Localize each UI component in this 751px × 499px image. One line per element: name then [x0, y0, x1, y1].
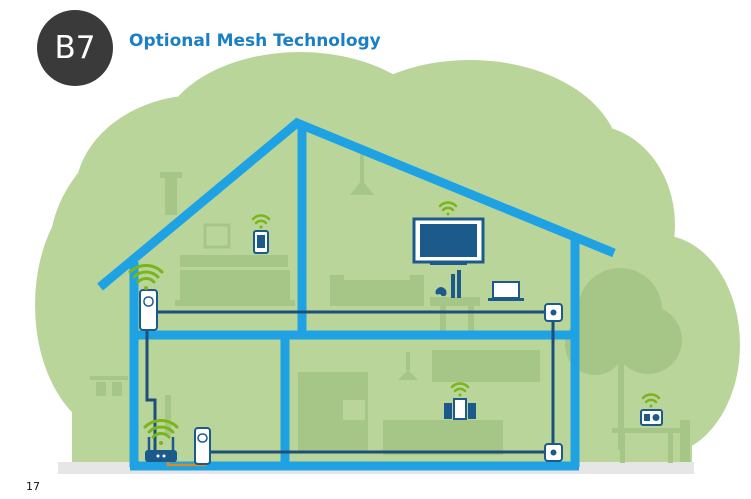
- powerline-adapter-icon: [139, 289, 158, 331]
- game-console-icon: [435, 270, 461, 298]
- wifi-signal-icon: [143, 419, 179, 445]
- section-title: Optional Mesh Technology: [129, 31, 381, 51]
- house-frame: [97, 117, 616, 471]
- wifi-signal-icon: [641, 393, 661, 408]
- section-badge: B7: [37, 10, 113, 86]
- router-icon: [145, 437, 177, 462]
- page-number: 17: [26, 480, 40, 493]
- powerline-adapter-icon: [194, 427, 211, 465]
- wifi-signal-icon: [128, 264, 164, 290]
- laptop-icon: [488, 281, 524, 301]
- network-cables: [145, 310, 555, 454]
- stereo-icon: [444, 398, 476, 420]
- radio-icon: [640, 409, 663, 426]
- tv-icon: [412, 217, 485, 265]
- wifi-signal-icon: [438, 201, 458, 216]
- wifi-signal-icon: [450, 382, 470, 397]
- wall-socket-attic: [544, 303, 563, 322]
- wifi-signal-icon: [251, 214, 271, 229]
- furniture-silhouettes: [90, 150, 690, 463]
- smartphone-icon: [253, 230, 269, 254]
- wall-socket-ground: [544, 443, 563, 462]
